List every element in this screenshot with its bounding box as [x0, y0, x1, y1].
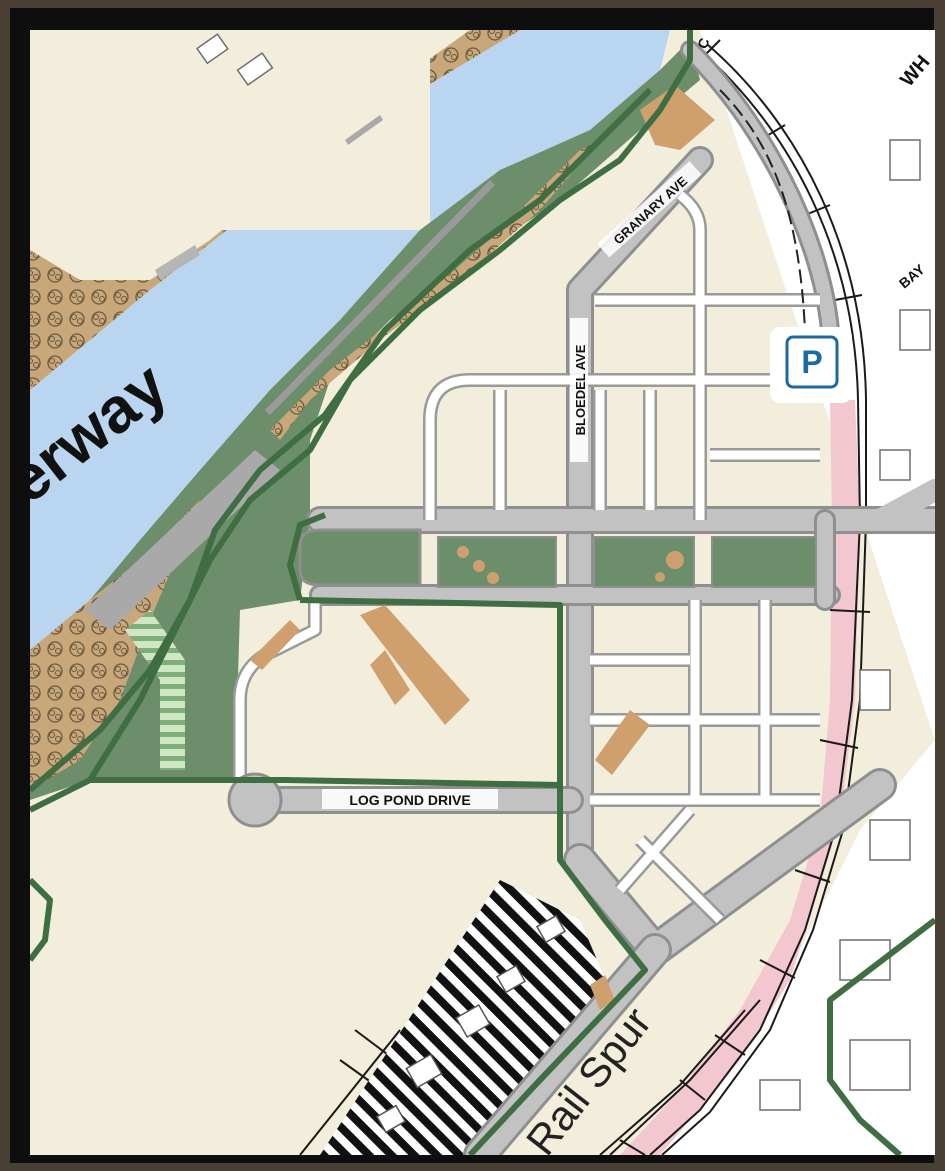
parking-marker[interactable]: P: [770, 327, 852, 403]
shoreline-park: [30, 40, 700, 800]
city-building-outlines: [195, 33, 931, 1111]
cul-de-sac: [227, 772, 283, 828]
label-bloedel-ave: BLOEDEL AVE: [573, 344, 588, 435]
city-block-area: [630, 30, 935, 1155]
dock-long: [85, 450, 280, 630]
ramp-striped: [125, 610, 185, 770]
parking-label: P: [801, 344, 822, 380]
boulevard-medians: [298, 528, 817, 588]
rail-corridor-pink: [620, 400, 860, 1155]
road-network: [241, 40, 935, 1155]
local-streets: [233, 189, 820, 925]
industrial-buildings: [375, 914, 567, 1134]
map-canvas[interactable]: P GRANARY AVE BLOEDEL AVE LOG POND DRIVE…: [30, 30, 935, 1155]
dock-north: [155, 245, 200, 280]
dock-thin: [265, 180, 495, 415]
label-log-pond-drive: LOG POND DRIVE: [349, 792, 470, 808]
property-boundary: [719, 89, 806, 331]
buildings: [250, 85, 715, 1010]
trail-network: [30, 30, 935, 1155]
